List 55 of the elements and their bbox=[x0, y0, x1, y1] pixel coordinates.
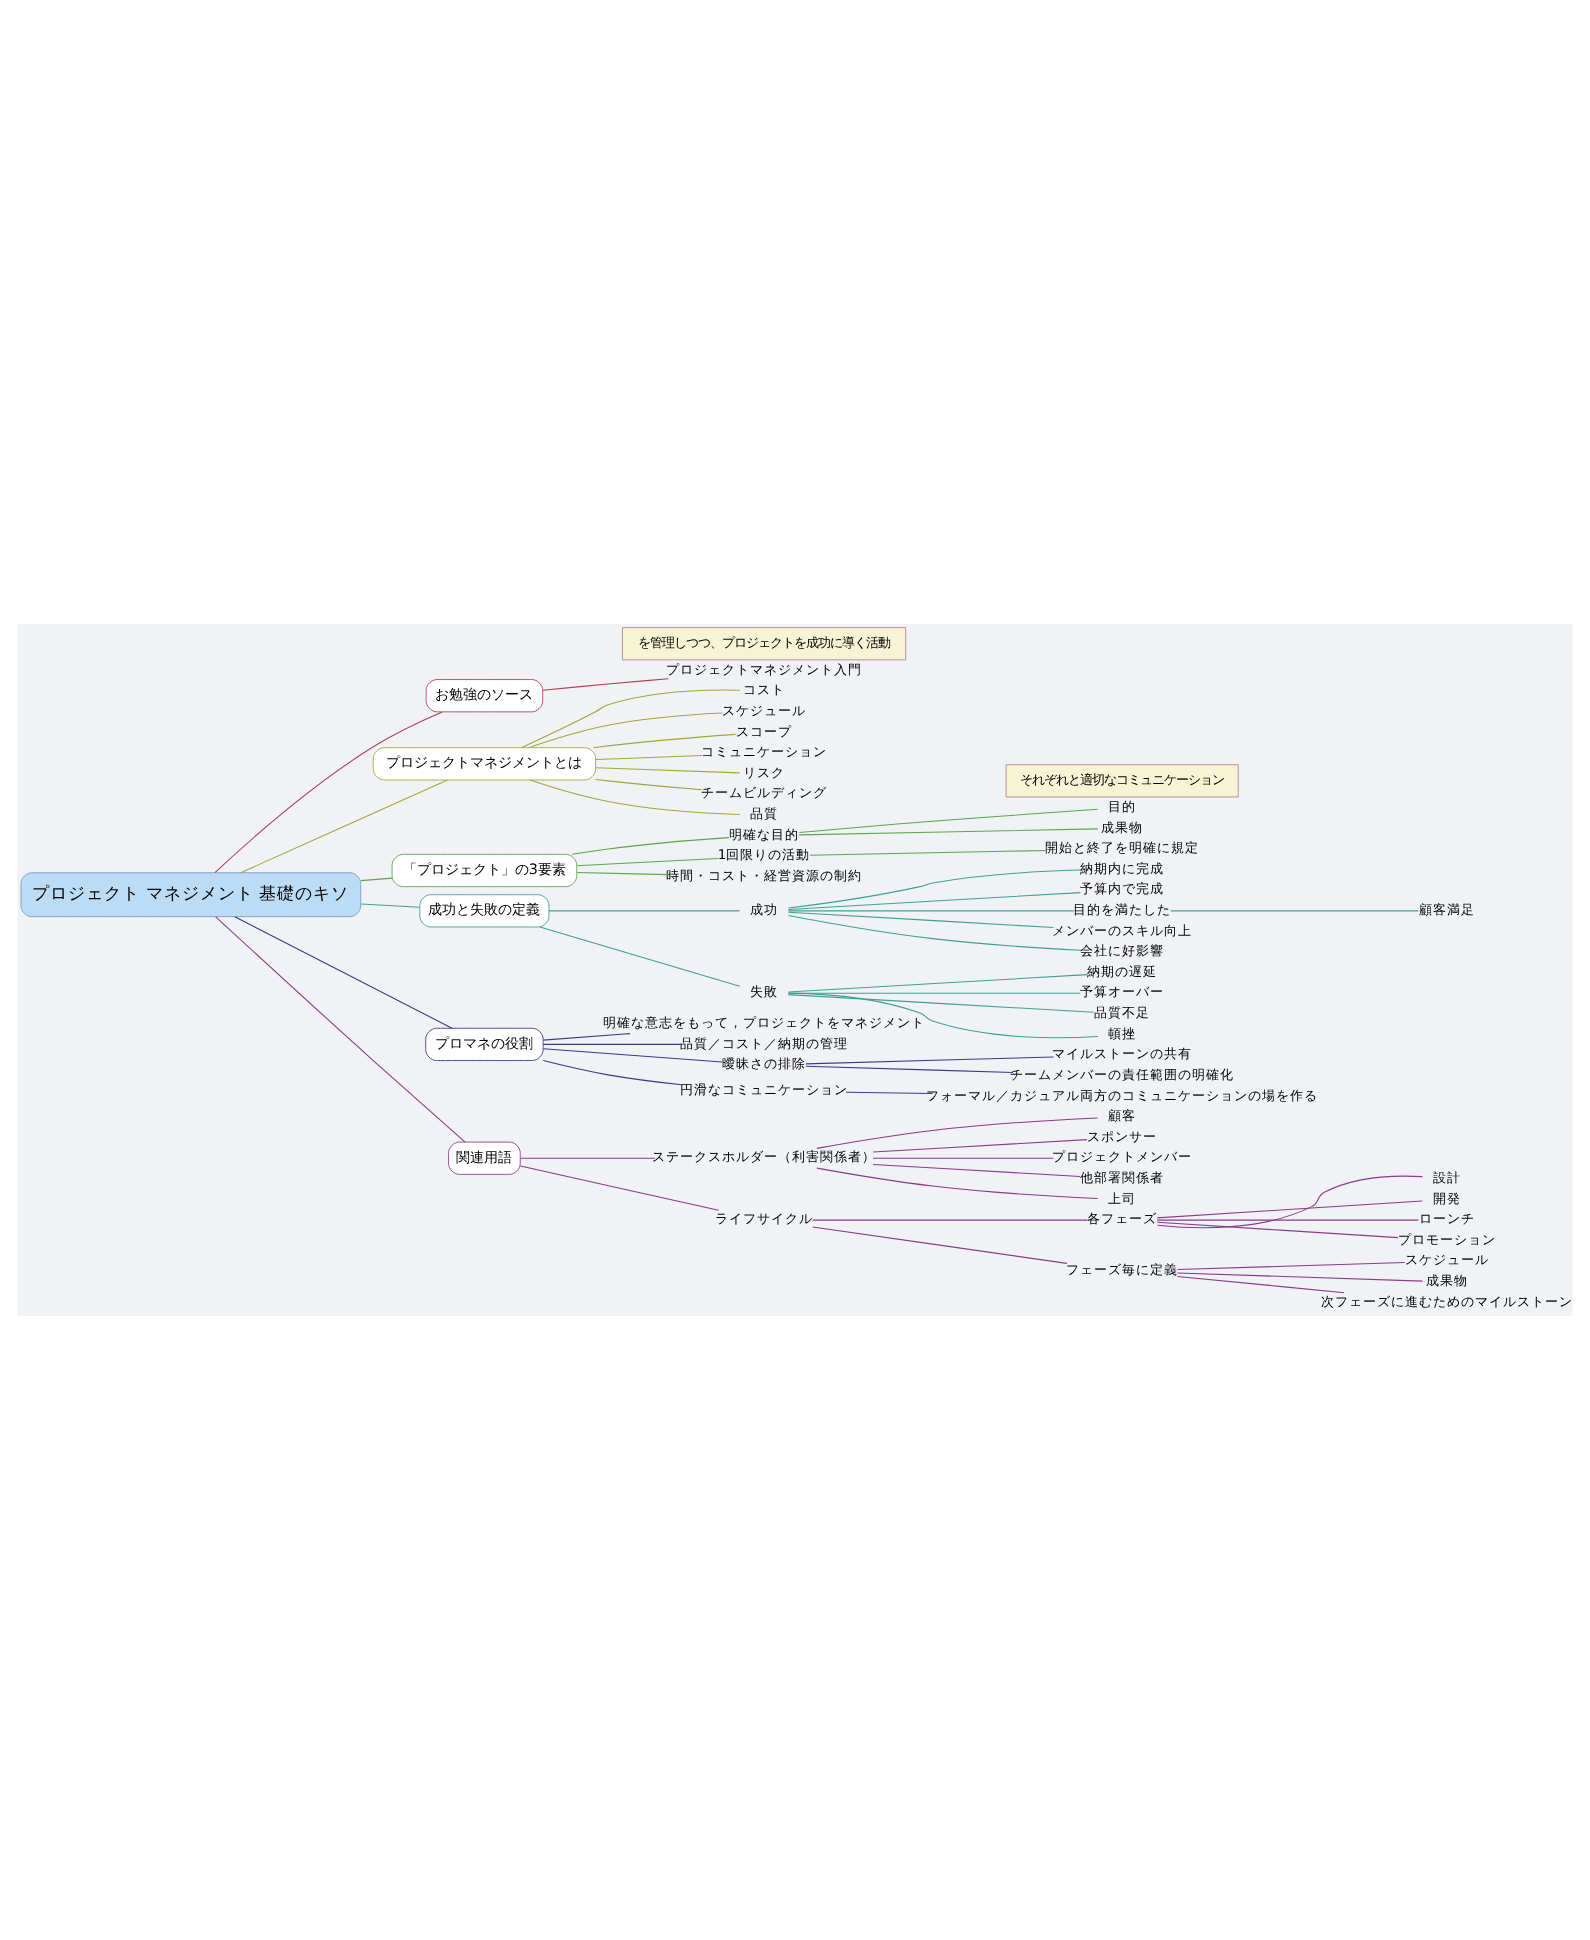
connector bbox=[798, 828, 1099, 836]
connector bbox=[539, 926, 741, 987]
connector bbox=[576, 857, 719, 867]
connector bbox=[816, 1167, 1099, 1200]
connector bbox=[360, 877, 393, 882]
node-box: プロジェクト マネジメント 基礎のキソ bbox=[20, 872, 362, 918]
connector bbox=[872, 1163, 1081, 1177]
connector bbox=[809, 849, 1048, 856]
connector bbox=[787, 974, 1088, 993]
connector bbox=[542, 1033, 631, 1041]
connector bbox=[787, 911, 1054, 929]
connector bbox=[816, 1117, 1099, 1149]
connector bbox=[529, 779, 741, 815]
connector bbox=[1176, 1262, 1406, 1271]
connector bbox=[787, 994, 1095, 1013]
connector bbox=[1176, 1275, 1345, 1294]
connector bbox=[542, 1060, 683, 1086]
connector bbox=[787, 910, 1075, 912]
connector bbox=[519, 1157, 656, 1159]
connector bbox=[787, 914, 1081, 951]
connector bbox=[798, 808, 1099, 833]
connector bbox=[240, 779, 449, 874]
connector bbox=[214, 711, 443, 874]
connector bbox=[1156, 1200, 1423, 1219]
connector bbox=[788, 869, 1082, 909]
connector bbox=[595, 778, 703, 791]
connector bbox=[360, 903, 421, 908]
connector bbox=[215, 916, 466, 1143]
connector bbox=[1156, 1221, 1399, 1239]
connector bbox=[542, 1048, 723, 1063]
connector bbox=[592, 733, 737, 749]
connector bbox=[542, 678, 669, 691]
connector bbox=[234, 916, 453, 1029]
connector bbox=[872, 1157, 1054, 1159]
connector bbox=[845, 1091, 934, 1095]
connector bbox=[595, 754, 703, 761]
connector bbox=[542, 1043, 683, 1045]
connector bbox=[595, 767, 741, 774]
connector bbox=[528, 712, 723, 749]
connector bbox=[787, 992, 1099, 1039]
connector bbox=[576, 872, 669, 876]
connector bbox=[571, 837, 730, 855]
connector bbox=[812, 1219, 1088, 1221]
connector bbox=[1176, 1272, 1423, 1282]
connector bbox=[1170, 910, 1419, 912]
connector bbox=[1156, 1175, 1423, 1229]
connector bbox=[812, 1226, 1068, 1264]
connector bbox=[520, 689, 741, 749]
connector bbox=[872, 1139, 1088, 1153]
connector bbox=[805, 1056, 1055, 1065]
connector bbox=[787, 892, 1081, 911]
connector bbox=[1156, 1219, 1419, 1221]
connector bbox=[805, 1065, 1014, 1074]
connector bbox=[519, 1165, 720, 1211]
connector bbox=[548, 910, 741, 912]
